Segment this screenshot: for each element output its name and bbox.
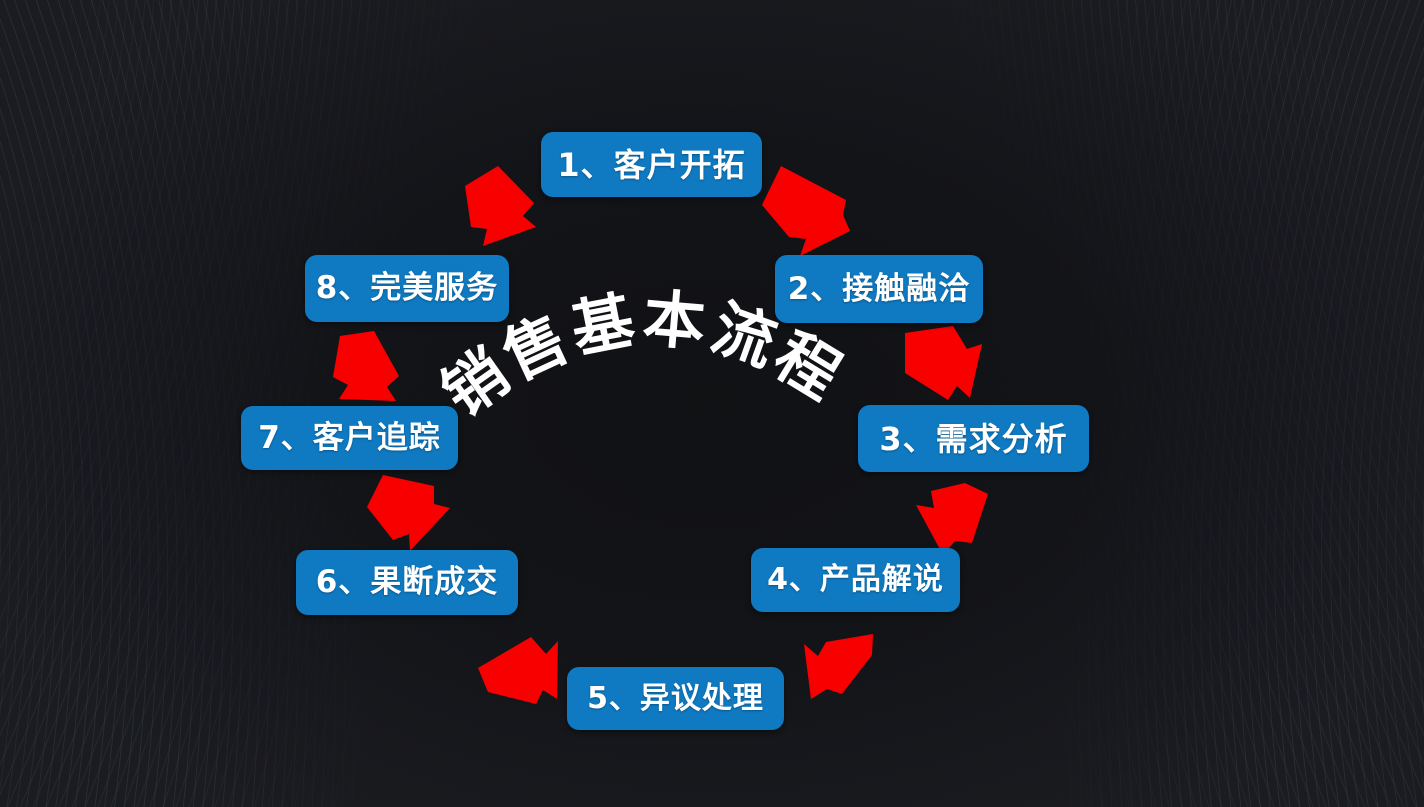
process-node-5[interactable]: 5、异议处理 [567, 667, 784, 730]
process-node-6[interactable]: 6、果断成交 [296, 550, 518, 615]
arrow-5-to-6-icon [478, 637, 558, 704]
process-node-5-label: 5、异议处理 [587, 680, 764, 716]
arrow-4-to-5-icon [804, 634, 873, 699]
process-node-4[interactable]: 4、产品解说 [751, 548, 960, 612]
arrow-2-to-3-icon [905, 326, 982, 400]
process-node-8-label: 8、完美服务 [315, 270, 499, 306]
arrow-6-to-7-icon [367, 475, 450, 551]
process-node-1-label: 1、客户开拓 [557, 145, 746, 184]
process-node-2[interactable]: 2、接触融洽 [775, 255, 983, 323]
arrow-3-to-4-icon [916, 483, 988, 555]
arrow-7-to-8-icon [333, 331, 399, 401]
process-node-3-label: 3、需求分析 [879, 419, 1068, 458]
arrow-1-to-2-icon [762, 166, 850, 256]
process-node-7[interactable]: 7、客户追踪 [241, 406, 458, 470]
process-node-2-label: 2、接触融洽 [787, 270, 971, 307]
process-node-4-label: 4、产品解说 [767, 562, 944, 597]
process-node-1[interactable]: 1、客户开拓 [541, 132, 762, 197]
process-node-8[interactable]: 8、完美服务 [305, 255, 509, 322]
arrow-8-to-1-icon [465, 166, 536, 246]
process-node-7-label: 7、客户追踪 [258, 419, 441, 456]
process-node-6-label: 6、果断成交 [315, 564, 499, 600]
process-node-3[interactable]: 3、需求分析 [858, 405, 1089, 472]
